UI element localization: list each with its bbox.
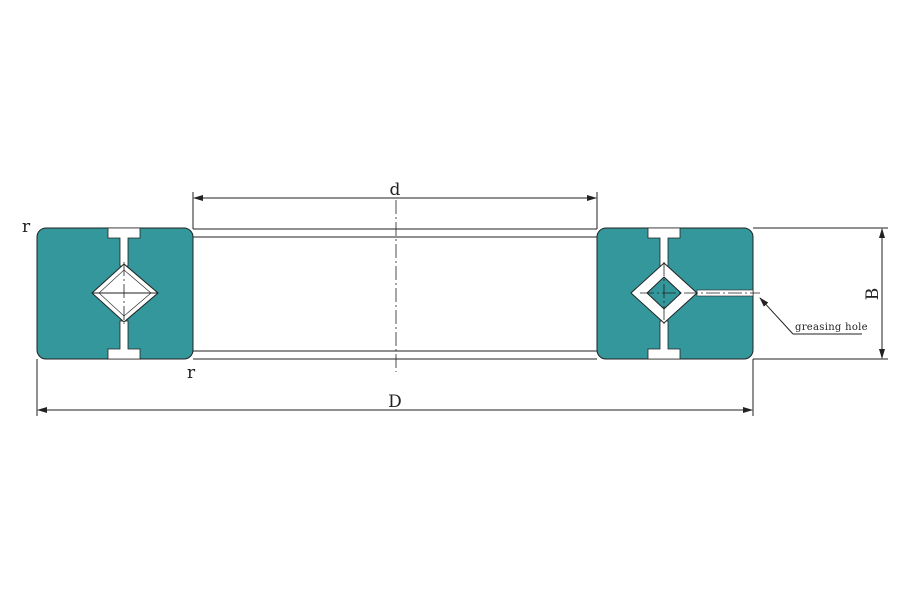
dimension-d bbox=[192, 192, 598, 229]
bore-lines bbox=[193, 228, 597, 360]
dimension-label-d: d bbox=[390, 180, 401, 200]
dimension-label-B: B bbox=[863, 288, 883, 301]
greasing-hole-leader bbox=[759, 297, 862, 335]
greasing-hole-label: greasing hole bbox=[795, 322, 868, 333]
radius-label-bottom: r bbox=[187, 363, 196, 383]
left-cross-section bbox=[36, 227, 194, 360]
radius-label-top: r bbox=[22, 217, 31, 237]
right-cross-section bbox=[596, 227, 760, 360]
dimension-label-D: D bbox=[388, 392, 402, 412]
dimension-D bbox=[36, 359, 754, 416]
dimension-B bbox=[753, 227, 888, 360]
